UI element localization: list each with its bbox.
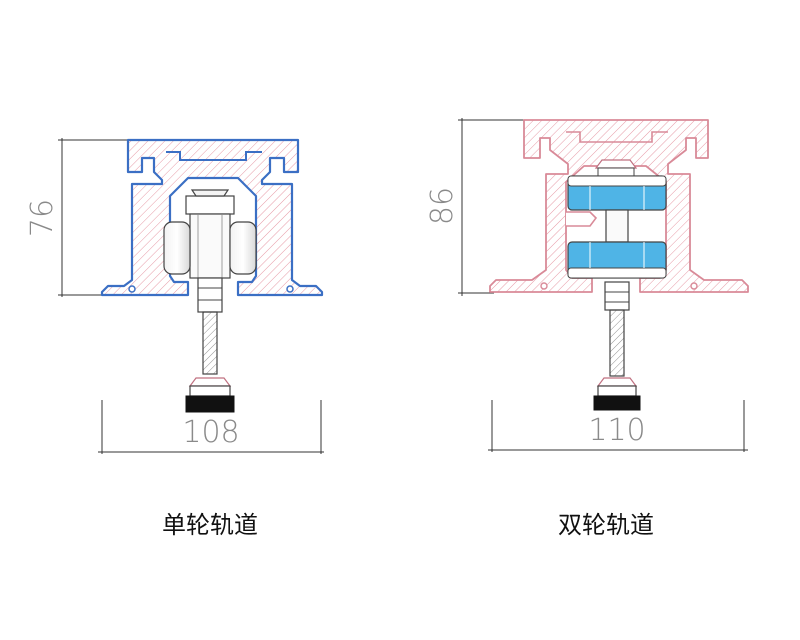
double-rail-profile — [489, 119, 749, 293]
single-caption: 单轮轨道 — [162, 511, 258, 539]
single-height-label: 76 — [25, 199, 60, 237]
right-wheel-icon — [229, 221, 257, 275]
single-trolley — [163, 189, 257, 413]
single-threaded-rod — [202, 311, 218, 375]
single-height-dimension: 76 — [25, 138, 132, 297]
single-width-label: 108 — [182, 415, 239, 450]
left-wheel-icon — [163, 221, 191, 275]
single-wheel-track: 76 — [25, 138, 324, 539]
double-caption: 双轮轨道 — [558, 511, 654, 539]
double-height-label: 86 — [425, 187, 460, 225]
double-width-dimension: 110 — [488, 400, 748, 452]
single-width-dimension: 108 — [98, 400, 324, 454]
double-threaded-rod — [609, 309, 625, 377]
double-height-dimension: 86 — [425, 118, 526, 296]
single-rail-profile — [100, 138, 324, 297]
double-wheel-track: 86 — [425, 118, 749, 539]
double-trolley — [567, 159, 667, 411]
double-width-label: 110 — [588, 413, 645, 448]
